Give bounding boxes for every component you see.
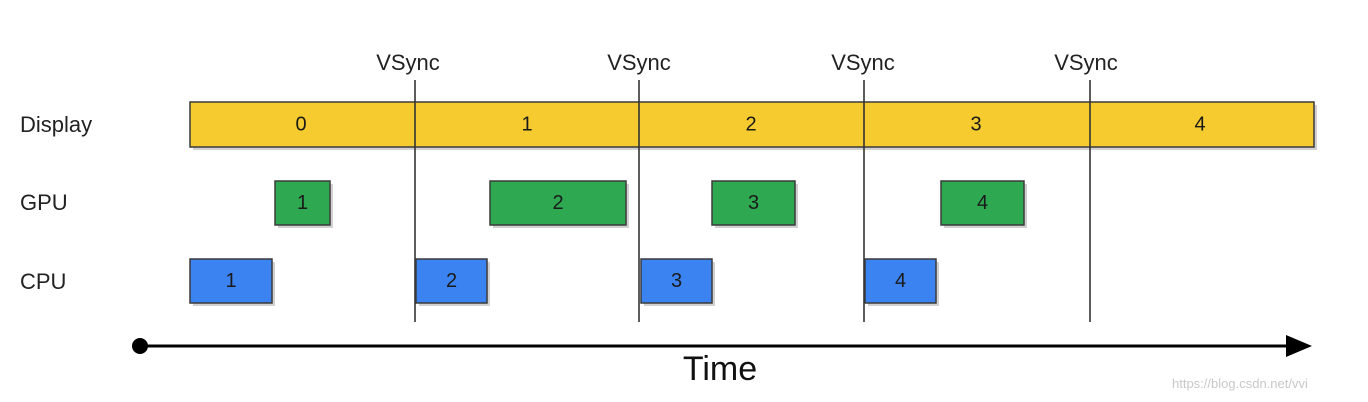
cpu-block-4-label: 4 (895, 270, 906, 292)
gpu-block-4-label: 4 (977, 192, 988, 214)
cpu-block-2-label: 2 (446, 270, 457, 292)
cpu-block-1-label: 1 (225, 270, 236, 292)
gpu-block-4 (940, 180, 1025, 226)
cpu-block-3 (640, 258, 713, 304)
row-label-display: Display (20, 112, 93, 137)
gpu-block-2-label: 2 (552, 192, 563, 214)
cpu-block-3-label: 3 (671, 270, 682, 292)
gpu-block-1 (274, 180, 331, 226)
cpu-block-1 (189, 258, 273, 304)
cpu-block-4 (864, 258, 937, 304)
display-bar (189, 101, 1315, 148)
cpu-block-2 (415, 258, 488, 304)
time-axis-arrowhead (1286, 335, 1312, 357)
display-frame-4: 4 (1194, 114, 1205, 136)
vsync-label-4: VSync (1054, 50, 1118, 75)
vsync-label-3: VSync (831, 50, 895, 75)
gpu-block-3-label: 3 (748, 192, 759, 214)
time-axis-label: Time (682, 350, 758, 388)
watermark-text: https://blog.csdn.net/vvi (1172, 376, 1308, 391)
gpu-block-1-label: 1 (297, 192, 308, 214)
display-frame-3: 3 (970, 114, 981, 136)
vsync-label-2: VSync (607, 50, 671, 75)
gpu-block-2 (489, 180, 627, 226)
display-frame-2: 2 (745, 114, 756, 136)
gpu-block-3 (711, 180, 796, 226)
row-label-gpu: GPU (20, 190, 68, 215)
vsync-label-1: VSync (376, 50, 440, 75)
row-label-cpu: CPU (20, 269, 67, 294)
display-frame-0: 0 (295, 114, 306, 136)
display-frame-1: 1 (521, 114, 532, 136)
